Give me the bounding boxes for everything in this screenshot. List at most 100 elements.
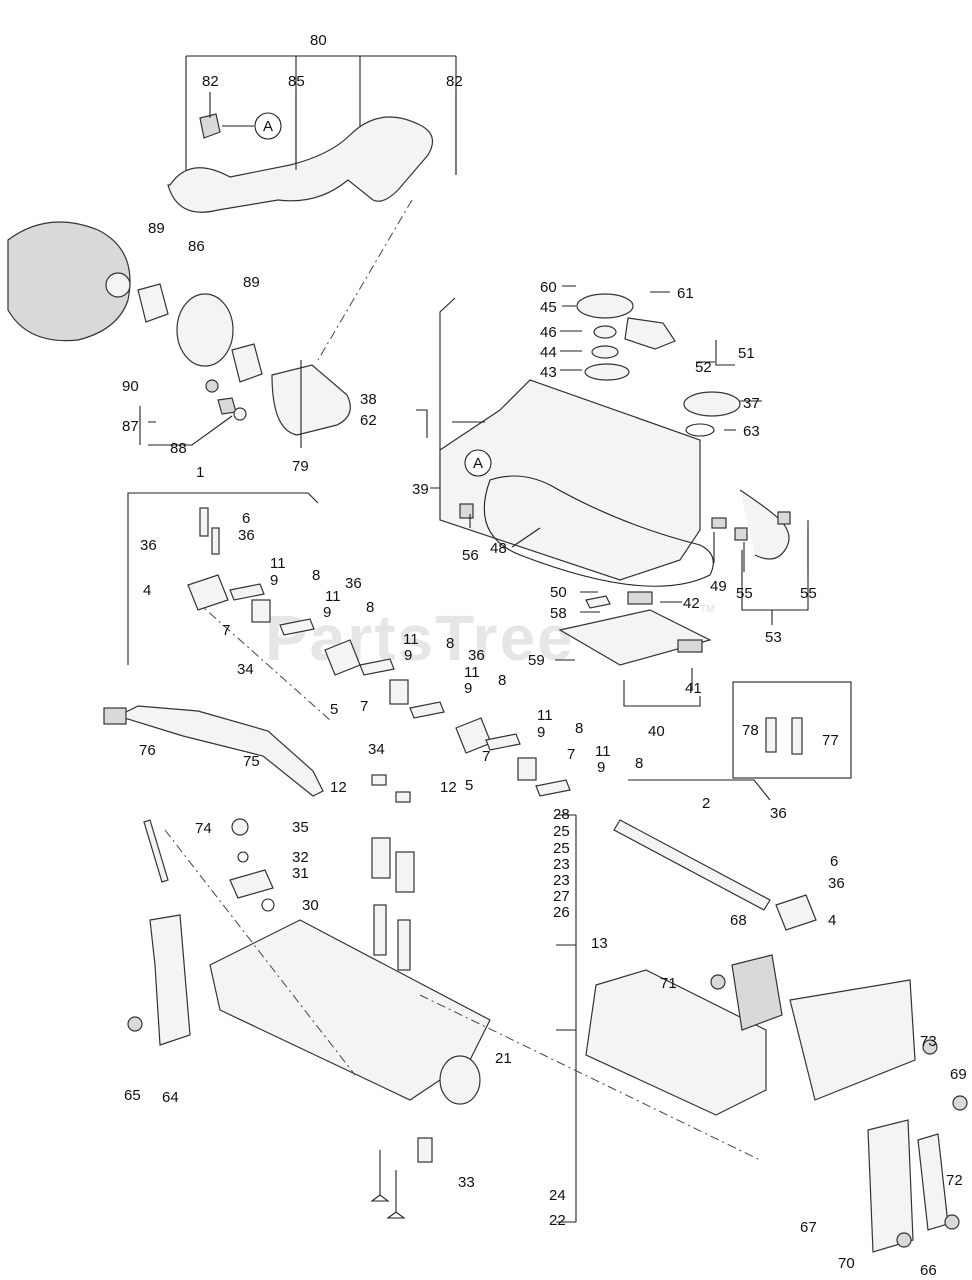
seat-21 (417, 1137, 433, 1163)
bolt-36 (211, 527, 220, 555)
label-41: 41 (685, 680, 702, 697)
rocker-arm-8a (229, 583, 265, 601)
label-7-a: 7 (222, 622, 230, 639)
label-31: 31 (292, 865, 309, 882)
leader-lines (139, 92, 809, 690)
label-76: 76 (139, 742, 156, 759)
label-73: 73 (920, 1033, 937, 1050)
label-11-d: 11 (464, 664, 480, 681)
gasket-50 (585, 595, 611, 609)
label-71: 71 (660, 975, 677, 992)
label-90: 90 (122, 378, 139, 395)
callout-circle-cover (464, 449, 492, 477)
label-2: 2 (702, 795, 710, 812)
bracket-39 (430, 297, 456, 489)
diaphragm-43 (584, 363, 630, 381)
plate-bracket (789, 979, 916, 1101)
label-89-right: 89 (243, 274, 260, 291)
label-62: 62 (360, 412, 377, 429)
label-36-a: 36 (238, 527, 255, 544)
label-53: 53 (765, 629, 782, 646)
rocker-arm-8b (279, 618, 315, 636)
fitting-49 (711, 517, 727, 529)
bracket-1 (127, 492, 319, 665)
nut-73 (922, 1039, 938, 1055)
label-28: 28 (553, 806, 570, 823)
label-25-b: 25 (553, 840, 570, 857)
label-34-a: 34 (237, 661, 254, 678)
part-labels: 80 82 85 82 89 86 89 90 87 88 79 38 62 3… (122, 32, 967, 1279)
plate-45 (576, 293, 634, 319)
watermark: PartsTree (265, 602, 575, 674)
label-11-e: 11 (537, 707, 553, 724)
label-55-right: 55 (800, 585, 817, 602)
label-8-c: 8 (446, 635, 454, 652)
rocker-support-4-right (775, 894, 817, 931)
rocker-support-4 (187, 574, 229, 611)
label-56: 56 (462, 547, 479, 564)
breather-hose (739, 489, 790, 560)
cap-37 (683, 391, 741, 417)
lift-bracket-67 (867, 1119, 914, 1253)
watermark-trademark: TM (700, 604, 714, 615)
spring-23-left (371, 837, 391, 879)
label-11-c: 11 (403, 631, 419, 648)
label-1: 1 (196, 464, 204, 481)
label-12-left: 12 (330, 779, 347, 796)
label-8-e: 8 (575, 720, 583, 737)
label-9-e: 9 (537, 724, 545, 741)
sensor-51 (624, 317, 676, 350)
label-48: 48 (490, 540, 507, 557)
centerline-rocker-left (194, 599, 331, 721)
rocker-shaft-2 (613, 819, 771, 911)
label-77: 77 (822, 732, 839, 749)
label-36-e: 36 (770, 805, 787, 822)
oring-63 (685, 423, 715, 437)
glow-plug-74 (143, 819, 169, 883)
washer-32 (237, 851, 249, 863)
valves-22-24 (370, 1150, 406, 1219)
label-5-b: 5 (465, 777, 473, 794)
spring-7b (389, 679, 409, 705)
label-79: 79 (292, 458, 309, 475)
label-67: 67 (800, 1219, 817, 1236)
label-23-b: 23 (553, 872, 570, 889)
pin-77 (791, 717, 803, 755)
label-26: 26 (553, 904, 570, 921)
label-63: 63 (743, 423, 760, 440)
label-6-left: 6 (242, 510, 250, 527)
label-85: 85 (288, 73, 305, 90)
label-23-a: 23 (553, 856, 570, 873)
bolt-69 (952, 1095, 968, 1111)
gasket-48 (483, 475, 714, 587)
label-4-left: 4 (143, 582, 151, 599)
bracket-13 (556, 814, 577, 1223)
cap-12-right (395, 791, 411, 803)
label-7-d: 7 (567, 746, 575, 763)
label-51: 51 (738, 345, 755, 362)
stud-6 (199, 507, 209, 537)
label-70: 70 (838, 1255, 855, 1272)
bolt-35 (231, 818, 249, 836)
label-65: 65 (124, 1087, 141, 1104)
label-25-a: 25 (553, 823, 570, 840)
rocker-arm-8e (485, 733, 521, 751)
label-64: 64 (162, 1089, 179, 1106)
label-11-b: 11 (325, 588, 341, 605)
label-9-d: 9 (464, 680, 472, 697)
bracket-40 (623, 680, 701, 707)
label-75: 75 (243, 753, 260, 770)
label-27: 27 (553, 888, 570, 905)
label-8-f: 8 (635, 755, 643, 772)
pin-box (732, 681, 852, 779)
label-7-c: 7 (482, 748, 490, 765)
label-40: 40 (648, 723, 665, 740)
upper-hose (167, 116, 434, 213)
label-66: 66 (920, 1262, 937, 1279)
label-82-right: 82 (446, 73, 463, 90)
label-37: 37 (743, 395, 760, 412)
turbo-outlet (105, 272, 131, 298)
bolt-90 (205, 379, 219, 393)
washer-30 (261, 898, 275, 912)
